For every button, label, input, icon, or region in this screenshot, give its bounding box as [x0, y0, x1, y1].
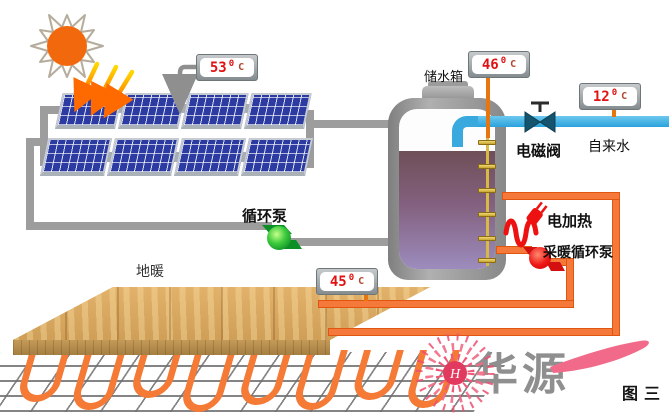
sun-icon: [30, 14, 104, 78]
temp-value: 46: [481, 56, 499, 73]
solar-panel: [174, 138, 247, 176]
label-circulation-pump: 循环泵: [242, 208, 288, 225]
temp-unit: C: [621, 91, 628, 102]
temp-unit: C: [510, 59, 517, 70]
solar-panel: [118, 93, 186, 129]
pipe-collector-left-link: [26, 138, 46, 146]
solar-panel: [244, 93, 312, 129]
solar-panel: [181, 93, 249, 129]
pipe-collector-left-arm-top: [44, 106, 60, 114]
tap-water-pipe-elbow: [452, 116, 478, 147]
brand-name: 华源: [474, 350, 570, 399]
temp-unit: C: [238, 62, 245, 73]
wood-floor-edge: [13, 340, 330, 355]
pipe-floor-return: [328, 328, 620, 336]
label-electric-heater: 电加热: [547, 213, 593, 230]
label-tap-water: 自来水: [588, 138, 630, 154]
tank-sensor-rod: [486, 138, 489, 266]
pipe-return-riser: [612, 196, 620, 336]
gauge-pointer-arrow: [162, 64, 198, 115]
label-heating-circulation-pump: 采暖循环泵: [543, 244, 613, 260]
sensor-tick: [478, 258, 496, 263]
solar-panel: [55, 93, 123, 129]
sensor-tick: [478, 188, 496, 193]
temp-value: 12: [592, 88, 610, 105]
degree-mark: 0: [348, 272, 355, 283]
tank-sensor-stem: [486, 76, 490, 138]
sensor-tick: [478, 236, 496, 241]
temp-value: 45: [329, 273, 347, 290]
electric-heater-icon: [503, 201, 548, 248]
solar-panel: [241, 138, 314, 176]
solar-panel: [40, 138, 113, 176]
pipe-return-to-tank: [502, 192, 620, 200]
sensor-tick: [478, 140, 496, 145]
temp-unit: C: [358, 276, 365, 287]
solar-panel-row-bottom: [40, 138, 314, 176]
pipe-pump-to-tank: [290, 238, 392, 246]
pipe-collector-bottom-run: [26, 222, 272, 230]
pipe-collector-left-bracket: [40, 106, 48, 166]
tap-sensor-stem: [612, 108, 616, 117]
degree-mark: 0: [500, 55, 507, 66]
tank-water-level: [399, 151, 495, 269]
pipe-tank-to-heating-pump: [496, 246, 532, 254]
temp-value: 53: [209, 59, 227, 76]
solar-panel: [107, 138, 180, 176]
label-solenoid-valve: 电磁阀: [516, 143, 562, 160]
label-storage-tank: 储水箱: [424, 69, 464, 84]
sensor-tick: [478, 212, 496, 217]
tap-water-pipe: [472, 116, 669, 127]
figure-number: 图三: [622, 386, 667, 403]
tank-cap-top: [428, 81, 468, 89]
sensor-tick: [478, 164, 496, 169]
floor-sensor-stem: [364, 293, 368, 301]
pipe-collector-to-tank: [310, 120, 394, 128]
degree-mark: 0: [228, 58, 235, 69]
solar-panel-row-top: [55, 93, 312, 129]
pipe-floor-supply: [318, 300, 574, 308]
label-floor-heating: 地暖: [136, 263, 164, 279]
degree-mark: 0: [611, 87, 618, 98]
pipe-collector-down: [26, 138, 34, 230]
